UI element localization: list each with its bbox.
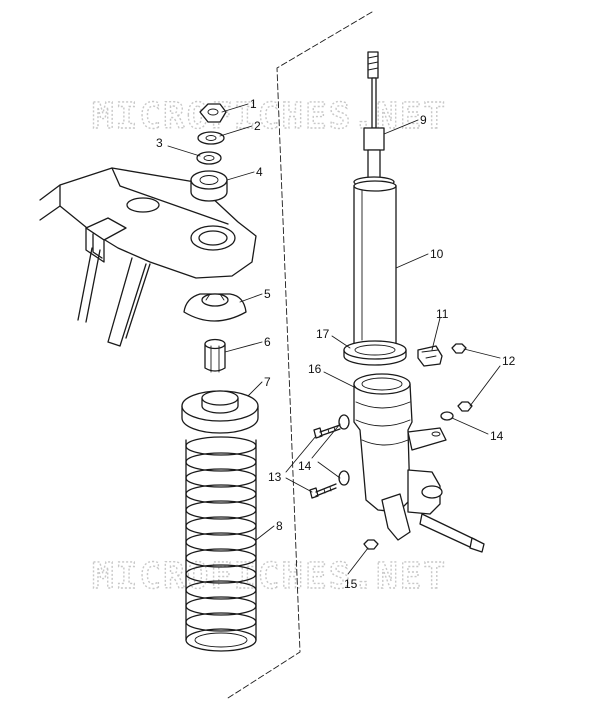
part-17-seal	[343, 340, 407, 366]
callout-5: 5	[264, 287, 271, 301]
part-15-nut	[363, 539, 379, 550]
callout-4: 4	[256, 165, 263, 179]
part-14-washer-left-upper	[338, 414, 350, 430]
part-13-bolt-upper	[313, 424, 341, 439]
part-4-bushing	[190, 170, 228, 202]
part-11-clip	[417, 345, 443, 367]
part-1-nut	[199, 103, 227, 123]
callout-17: 17	[316, 327, 330, 341]
part-7-spring-retainer	[181, 390, 259, 434]
callout-13: 13	[268, 470, 282, 484]
leader-lines	[167, 103, 501, 575]
watermark-top: MICROFICHES.NET	[92, 96, 447, 137]
callout-11: 11	[436, 307, 449, 321]
part-10-strut-body	[353, 180, 397, 345]
part-2-washer	[197, 131, 225, 145]
callout-1: 1	[250, 97, 257, 111]
assembly-boundary-line	[227, 11, 373, 699]
part-14-washer-right	[440, 411, 454, 421]
part-13-bolt-lower	[309, 483, 337, 499]
callout-10: 10	[430, 247, 444, 261]
part-12-nut-lower	[457, 401, 473, 412]
part-6-nut	[204, 338, 226, 373]
watermark-bottom: MICROFICHES.NET	[92, 556, 447, 597]
callout-14-left: 14	[298, 459, 312, 473]
part-16-spindle-housing	[353, 373, 485, 553]
callout-8: 8	[276, 519, 283, 533]
callout-16: 16	[308, 362, 322, 376]
callout-7: 7	[264, 375, 271, 389]
part-14-washer-left-lower	[338, 470, 350, 486]
callout-3: 3	[156, 136, 163, 150]
callout-9: 9	[420, 113, 427, 127]
part-12-nut-upper	[451, 343, 467, 354]
part-5-spring-seat	[183, 293, 247, 322]
part-3-washer	[196, 151, 222, 165]
callout-12: 12	[502, 354, 516, 368]
part-8-coil-spring	[185, 436, 257, 652]
callout-6: 6	[264, 335, 271, 349]
callout-labels: 1 2 3 4 5 6 7 8 9 10 11 12 13 14 14 15 1…	[156, 97, 516, 591]
callout-2: 2	[254, 119, 261, 133]
callout-15: 15	[344, 577, 358, 591]
callout-14-right: 14	[490, 429, 504, 443]
